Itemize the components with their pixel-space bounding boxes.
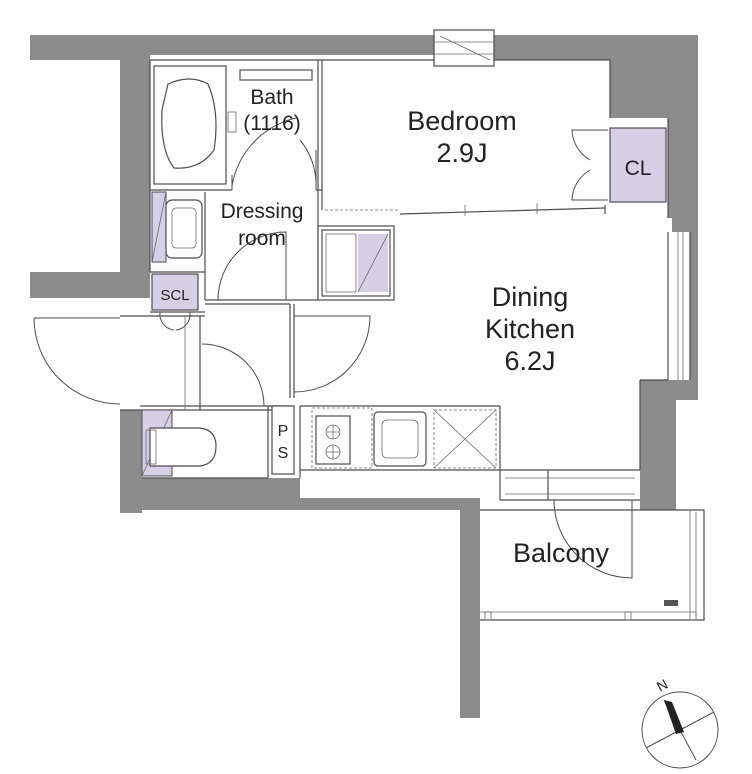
- dressing-label-line2: room: [238, 227, 286, 250]
- toilet: [141, 409, 217, 477]
- walls: [30, 35, 698, 718]
- bath-label: Bath: [250, 86, 293, 109]
- bathtub: [153, 65, 313, 185]
- balcony-label: Balcony: [513, 538, 610, 568]
- washer-pan: [317, 225, 395, 301]
- shoe-closet-label: SCL: [160, 287, 189, 304]
- balcony-door: [553, 499, 633, 579]
- room-labels: Bath (1116) Dressing room Bedroom 2.9J D…: [160, 86, 651, 568]
- dressing-label: Dressing: [221, 200, 304, 223]
- closet-doors: [571, 129, 608, 201]
- fridge-space: [433, 409, 497, 469]
- north-label: N: [654, 676, 670, 695]
- dining-size-label: 6.2J: [504, 346, 555, 376]
- bedroom-label: Bedroom: [407, 106, 517, 136]
- pipe-space: [271, 405, 295, 475]
- dining-label: Dining: [492, 282, 569, 312]
- north-arrow-icon: [664, 700, 684, 734]
- entrance-door: [33, 317, 121, 405]
- vanity: [151, 191, 203, 263]
- compass: N: [641, 676, 719, 769]
- hall-door: [293, 315, 371, 393]
- bedroom-size-label: 2.9J: [436, 138, 487, 168]
- bath-size-label: (1116): [243, 112, 301, 135]
- balcony-railing: [480, 509, 705, 621]
- shoe-closet: [151, 273, 199, 311]
- bath-door: [231, 117, 317, 190]
- kitchen-label: Kitchen: [485, 314, 575, 344]
- closet: [609, 127, 667, 203]
- sink: [373, 411, 427, 467]
- closet-label: CL: [625, 157, 652, 180]
- shoe-closet-doors: [159, 311, 191, 331]
- pipe-space-label-s: S: [278, 445, 289, 462]
- stove: [311, 407, 373, 469]
- top-window: [433, 29, 495, 67]
- toilet-door: [201, 343, 265, 407]
- pipe-space-label-p: P: [278, 423, 289, 440]
- dressing-door: [217, 231, 287, 301]
